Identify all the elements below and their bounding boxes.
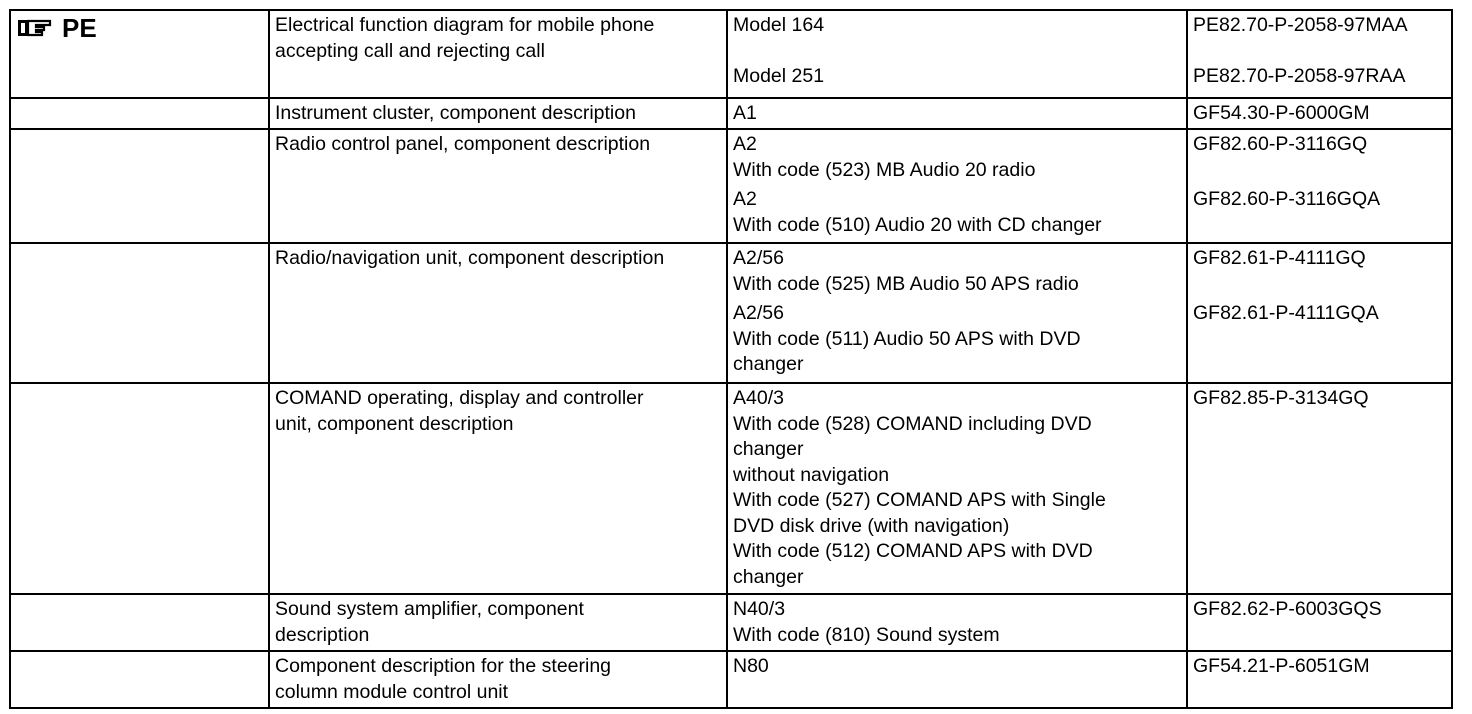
pe-tag: PE bbox=[16, 13, 263, 43]
component-text: With code (512) COMAND APS with DVD bbox=[733, 540, 1093, 562]
tag-cell bbox=[9, 382, 270, 595]
component-cell: N40/3 With code (810) Sound system bbox=[726, 593, 1188, 652]
description-text: Electrical function diagram for mobile p… bbox=[275, 14, 655, 36]
component-cell: A2 With code (523) MB Audio 20 radio A2 … bbox=[726, 128, 1188, 244]
document-link[interactable]: GF82.60-P-3116GQA bbox=[1193, 188, 1381, 210]
tag-cell bbox=[9, 128, 270, 244]
component-text: changer bbox=[733, 565, 804, 588]
component-text: A40/3 bbox=[733, 387, 784, 409]
component-text: N80 bbox=[733, 655, 769, 677]
component-text: With code (510) Audio 20 with CD changer bbox=[733, 213, 1102, 236]
table-row: Component description for the steering c… bbox=[9, 650, 1453, 709]
description-text: Radio control panel, component descripti… bbox=[275, 133, 651, 155]
tag-cell bbox=[9, 242, 270, 384]
table-row: Radio/navigation unit, component descrip… bbox=[9, 242, 1453, 384]
tag-cell bbox=[9, 593, 270, 652]
document-cell: GF82.62-P-6003GQS bbox=[1186, 593, 1453, 652]
component-text: N40/3 bbox=[733, 598, 786, 620]
component-text: A2 bbox=[733, 133, 757, 155]
component-text: without navigation bbox=[733, 463, 890, 486]
document-spacer bbox=[1193, 158, 1446, 184]
description-text: accepting call and rejecting call bbox=[275, 39, 545, 62]
component-text: Model 251 bbox=[733, 65, 825, 87]
component-text: With code (523) MB Audio 20 radio bbox=[733, 158, 1036, 181]
document-cell: GF82.60-P-3116GQ GF82.60-P-3116GQA bbox=[1186, 128, 1453, 244]
component-text: With code (527) COMAND APS with Single bbox=[733, 489, 1106, 511]
component-text: With code (810) Sound system bbox=[733, 623, 1000, 646]
description-text: Sound system amplifier, component bbox=[275, 598, 584, 620]
description-text: unit, component description bbox=[275, 412, 514, 435]
component-text bbox=[733, 39, 1181, 65]
description-text: column module control unit bbox=[275, 680, 509, 703]
component-cell: N80 bbox=[726, 650, 1188, 709]
table-row: Sound system amplifier, component descri… bbox=[9, 593, 1453, 652]
component-cell: Model 164 Model 251 bbox=[726, 9, 1188, 99]
description-text: Radio/navigation unit, component descrip… bbox=[275, 247, 665, 269]
component-text: Model 164 bbox=[733, 14, 825, 36]
table-body: PE Electrical function diagram for mobil… bbox=[9, 9, 1453, 709]
document-link[interactable]: PE82.70-P-2058-97RAA bbox=[1193, 65, 1406, 87]
document-link[interactable]: GF82.61-P-4111GQ bbox=[1193, 247, 1366, 269]
table-row: Radio control panel, component descripti… bbox=[9, 128, 1453, 244]
document-link[interactable]: GF54.21-P-6051GM bbox=[1193, 655, 1370, 677]
description-text: COMAND operating, display and controller bbox=[275, 387, 644, 409]
component-text: A2/56 bbox=[733, 302, 784, 324]
description-cell: Radio control panel, component descripti… bbox=[268, 128, 728, 244]
description-text: Component description for the steering bbox=[275, 655, 612, 677]
tag-cell: PE bbox=[9, 9, 270, 99]
table-row: COMAND operating, display and controller… bbox=[9, 382, 1453, 595]
component-cell: A40/3 With code (528) COMAND including D… bbox=[726, 382, 1188, 595]
document-link[interactable]: GF54.30-P-6000GM bbox=[1193, 102, 1370, 124]
description-cell: COMAND operating, display and controller… bbox=[268, 382, 728, 595]
component-text: A2/56 bbox=[733, 247, 784, 269]
description-cell: Electrical function diagram for mobile p… bbox=[268, 9, 728, 99]
component-text: With code (511) Audio 50 APS with DVD bbox=[733, 327, 1081, 350]
document-cell: PE82.70-P-2058-97MAA PE82.70-P-2058-97RA… bbox=[1186, 9, 1453, 99]
component-text: changer bbox=[733, 353, 804, 375]
component-cell: A1 bbox=[726, 97, 1188, 130]
component-text: DVD disk drive (with navigation) bbox=[733, 514, 1010, 537]
document-cell: GF82.61-P-4111GQ GF82.61-P-4111GQA bbox=[1186, 242, 1453, 384]
tag-cell bbox=[9, 97, 270, 130]
description-text: Instrument cluster, component descriptio… bbox=[275, 102, 636, 124]
reference-table: PE Electrical function diagram for mobil… bbox=[9, 9, 1453, 709]
tag-cell bbox=[9, 650, 270, 709]
document-spacer bbox=[1193, 39, 1446, 65]
description-cell: Sound system amplifier, component descri… bbox=[268, 593, 728, 652]
description-cell: Instrument cluster, component descriptio… bbox=[268, 97, 728, 130]
component-text: changer bbox=[733, 438, 804, 460]
pointing-hand-icon bbox=[18, 19, 52, 37]
component-text: A2 bbox=[733, 188, 757, 210]
document-spacer bbox=[1193, 272, 1446, 298]
pe-tag-label: PE bbox=[62, 13, 97, 43]
document-cell: GF54.21-P-6051GM bbox=[1186, 650, 1453, 709]
component-text: A1 bbox=[733, 102, 757, 124]
description-cell: Radio/navigation unit, component descrip… bbox=[268, 242, 728, 384]
description-text: description bbox=[275, 623, 370, 646]
table-row: PE Electrical function diagram for mobil… bbox=[9, 9, 1453, 99]
document-link[interactable]: GF82.62-P-6003GQS bbox=[1193, 598, 1382, 620]
document-link[interactable]: GF82.61-P-4111GQA bbox=[1193, 302, 1379, 324]
document-cell: GF54.30-P-6000GM bbox=[1186, 97, 1453, 130]
table-row: Instrument cluster, component descriptio… bbox=[9, 97, 1453, 130]
component-text: With code (528) COMAND including DVD bbox=[733, 412, 1092, 435]
component-cell: A2/56 With code (525) MB Audio 50 APS ra… bbox=[726, 242, 1188, 384]
document-link[interactable]: GF82.85-P-3134GQ bbox=[1193, 387, 1369, 409]
document-link[interactable]: GF82.60-P-3116GQ bbox=[1193, 133, 1368, 155]
description-cell: Component description for the steering c… bbox=[268, 650, 728, 709]
component-text: With code (525) MB Audio 50 APS radio bbox=[733, 272, 1079, 295]
document-link[interactable]: PE82.70-P-2058-97MAA bbox=[1193, 14, 1408, 36]
document-cell: GF82.85-P-3134GQ bbox=[1186, 382, 1453, 595]
